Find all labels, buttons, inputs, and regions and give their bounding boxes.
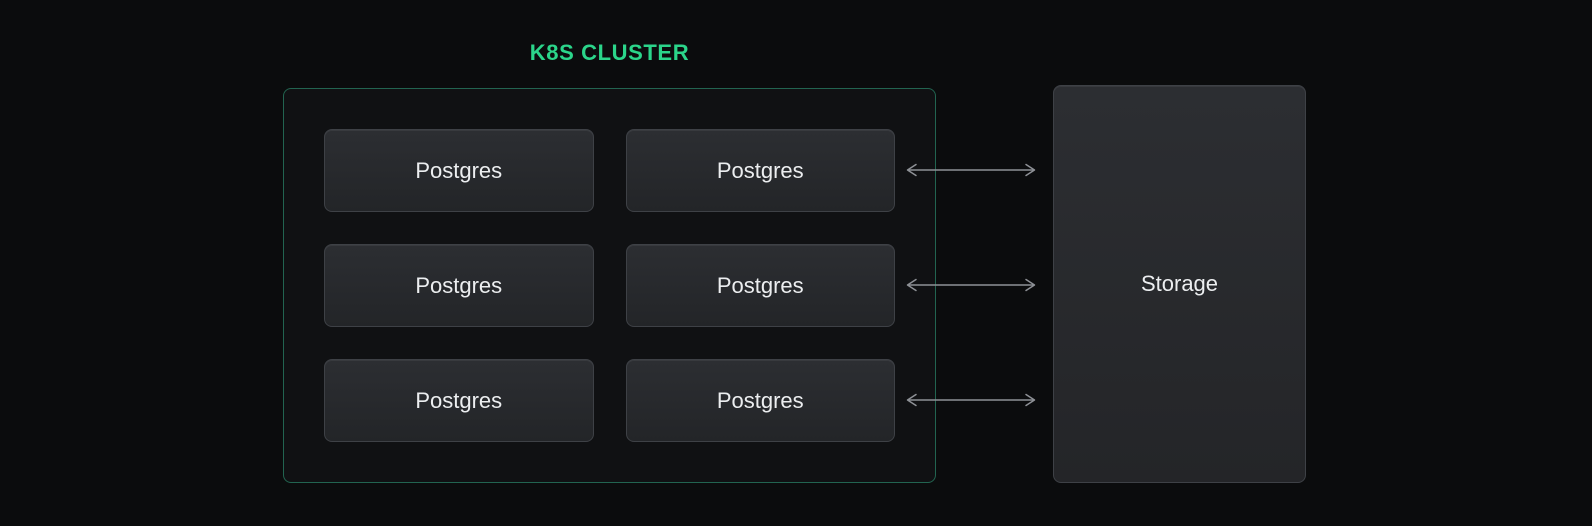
postgres-node: Postgres bbox=[625, 359, 895, 442]
postgres-node: Postgres bbox=[625, 129, 895, 212]
postgres-node-label: Postgres bbox=[716, 272, 804, 298]
postgres-node-label: Postgres bbox=[716, 387, 804, 413]
bidirectional-arrow-icon bbox=[895, 159, 1047, 181]
postgres-node-label: Postgres bbox=[415, 272, 503, 298]
k8s-cluster-box: Postgres Postgres Postgres Postgres Post… bbox=[283, 88, 936, 483]
cluster-title: K8S CLUSTER bbox=[529, 40, 690, 65]
postgres-node: Postgres bbox=[324, 244, 594, 327]
bidirectional-arrow-icon bbox=[895, 274, 1047, 296]
postgres-node: Postgres bbox=[324, 129, 594, 212]
storage-label: Storage bbox=[1140, 271, 1219, 296]
postgres-node-label: Postgres bbox=[415, 157, 503, 183]
postgres-node-label: Postgres bbox=[716, 157, 804, 183]
postgres-node: Postgres bbox=[625, 244, 895, 327]
storage-box: Storage bbox=[1053, 85, 1306, 483]
postgres-node-label: Postgres bbox=[415, 387, 503, 413]
bidirectional-arrow-icon bbox=[895, 389, 1047, 411]
postgres-node: Postgres bbox=[324, 359, 594, 442]
